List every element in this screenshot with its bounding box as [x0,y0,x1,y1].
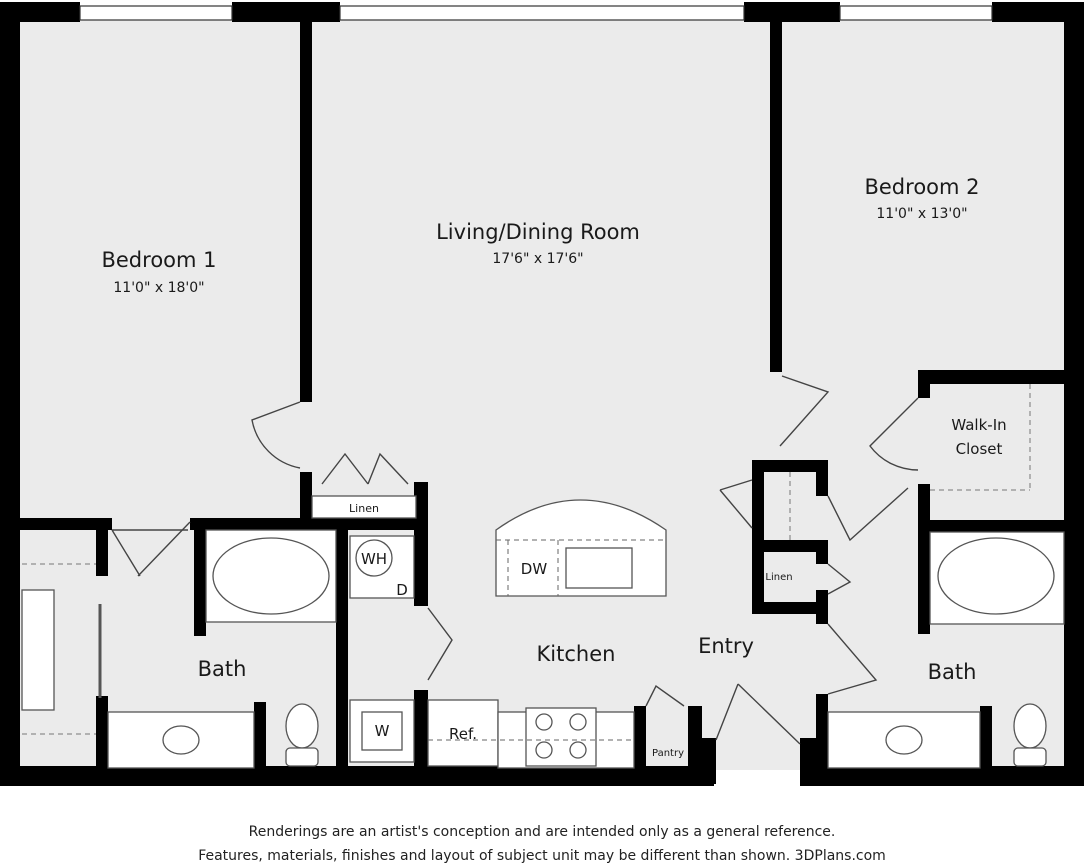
water-heater [355,539,393,577]
toilet-left [285,703,319,749]
windows [79,5,993,21]
closet-shelves [22,384,1031,735]
stove [525,707,597,767]
doors [111,375,919,745]
disclaimer-line1: Renderings are an artist's conception an… [248,824,836,840]
bedroom1-name: Bedroom 1 [101,248,217,272]
bath1-name: Bath [197,657,247,681]
walls [0,2,1084,786]
washer-label: W [374,722,390,740]
bedroom2-dims: 11'0" x 13'0" [876,206,968,222]
walkin-line2: Closet [955,440,1003,458]
bath2-name: Bath [927,660,977,684]
linen2-label: Linen [765,572,793,583]
water-heater-label: WH [360,550,388,568]
pantry-label: Pantry [652,748,684,759]
fixtures [21,495,1065,769]
disclaimer-line2: Features, materials, finishes and layout… [198,848,886,864]
dashed-lines [428,539,666,741]
bedroom1-dims: 11'0" x 18'0" [113,280,205,296]
entry-name: Entry [698,634,754,658]
walkin-line1: Walk-In [951,416,1007,434]
toilet-right [1013,703,1047,749]
floor-plan [0,2,1084,786]
floor-areas [16,18,1068,770]
living-dims: 17'6" x 17'6" [492,251,584,267]
bedroom2-name: Bedroom 2 [864,175,980,199]
kitchen-name: Kitchen [536,642,616,666]
refrigerator-label: Ref. [449,725,477,743]
dishwasher-label: DW [520,560,548,578]
linen1-label: Linen [349,502,379,515]
living-name: Living/Dining Room [436,220,640,244]
dryer-label: D [396,581,408,599]
